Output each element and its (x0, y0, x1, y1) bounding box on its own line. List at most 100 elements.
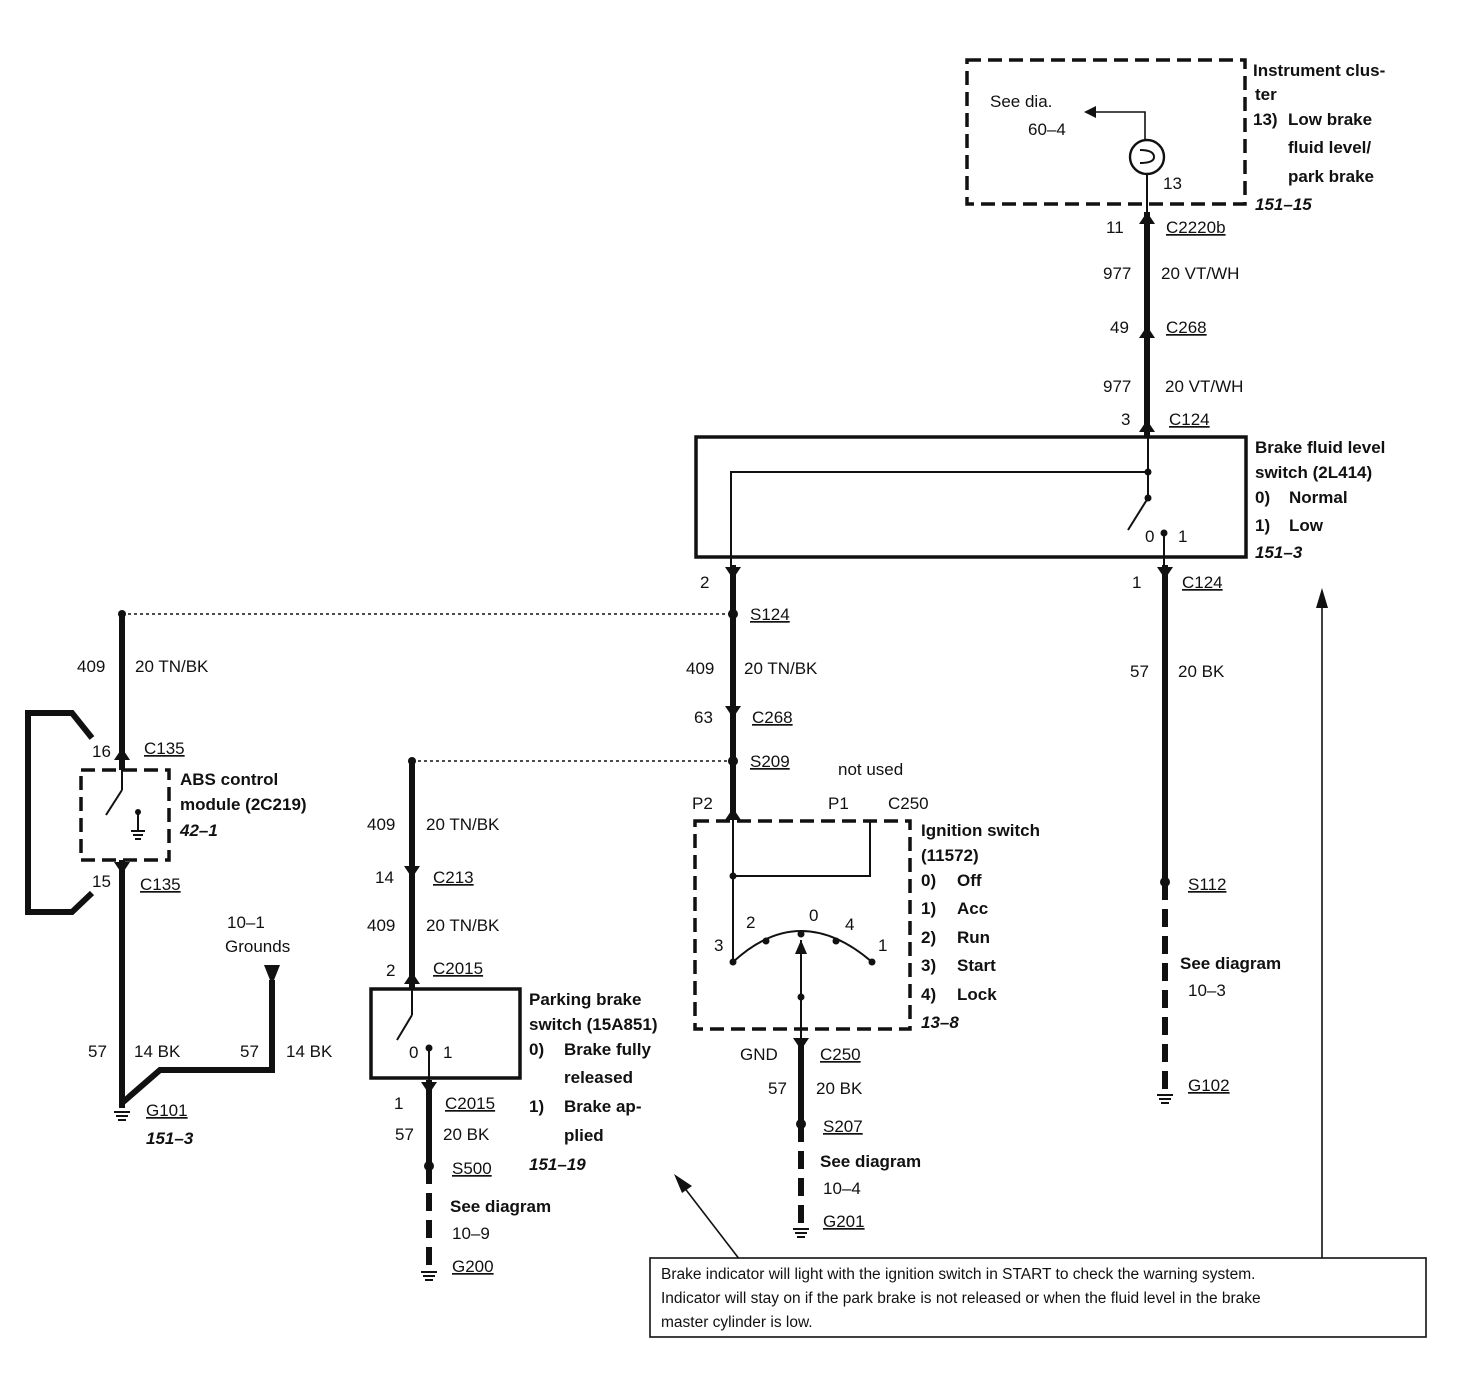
ignition-pos-4: 4 (845, 915, 854, 934)
c268-connector-icon (1139, 326, 1155, 338)
parking-s1-b: plied (564, 1126, 604, 1145)
ignition-ground-gauge: 20 BK (816, 1079, 863, 1098)
ignition-pos-3: 3 (714, 936, 723, 955)
g200-ground-icon (421, 1271, 437, 1281)
top-circuit-1: 977 (1103, 264, 1131, 283)
g200-label: G200 (452, 1257, 494, 1276)
s124-splice-dot (728, 609, 738, 619)
top-c124-label: C124 (1169, 410, 1210, 429)
indicator-lamp-icon (1128, 138, 1166, 176)
ignition-s2: Run (957, 928, 990, 947)
cluster-feed-arrow (1084, 106, 1096, 118)
brake-fluid-state-1: Low (1289, 516, 1324, 535)
brake-fluid-internal-wire (730, 438, 1149, 565)
c135-bottom-connector-icon (114, 862, 130, 874)
abs-pin-bottom: 15 (92, 872, 111, 891)
ignition-s0: Off (957, 871, 982, 890)
ignition-ref: 13–8 (921, 1013, 959, 1032)
brake-fluid-c124-bottom: C124 (1182, 573, 1223, 592)
brake-fluid-title-2: switch (2L414) (1255, 463, 1372, 482)
ignition-contact-2 (762, 937, 770, 945)
brake-fluid-state-1-num: 1) (1255, 516, 1270, 535)
c124-bottom-connector-icon (1157, 567, 1173, 579)
parking-circuit-2: 409 (367, 916, 395, 935)
parking-switch-arm (396, 1014, 413, 1041)
abs-circuit-right: 57 (240, 1042, 259, 1061)
s112-label: S112 (1188, 875, 1226, 894)
cluster-pin: 13 (1163, 174, 1182, 193)
abs-gauge-left: 14 BK (134, 1042, 181, 1061)
s124-label: S124 (750, 605, 790, 624)
ignition-see: See diagram (820, 1152, 921, 1171)
c2015-bottom-connector-icon (421, 1082, 437, 1094)
right-ground-gauge: 20 BK (1178, 662, 1225, 681)
not-used-label: not used (838, 760, 903, 779)
abs-c135-bottom: C135 (140, 875, 181, 894)
ignition-pos-1: 1 (878, 936, 887, 955)
parking-title-2: switch (15A851) (529, 1015, 658, 1034)
ignition-pos-2: 2 (746, 913, 755, 932)
right-ground-see: See diagram (1180, 954, 1281, 973)
top-wire: 11 C2220b 977 20 VT/WH 49 C268 977 20 VT… (1103, 212, 1243, 438)
c250-bottom-connector-icon (793, 1038, 809, 1050)
ignition-internal-loop (732, 820, 871, 877)
instrument-cluster-ref: 151–15 (1255, 195, 1312, 214)
abs-title-1: ABS control (180, 770, 278, 789)
ignition-p1: P1 (828, 794, 849, 813)
brake-fluid-state-0: Normal (1289, 488, 1348, 507)
center-c268-pin: 63 (694, 708, 713, 727)
ignition-contact-1 (868, 958, 876, 966)
brake-fluid-switch-box (694, 435, 1248, 559)
abs-ref: 42–1 (179, 821, 218, 840)
abs-title-2: module (2C219) (180, 795, 307, 814)
brake-fluid-pin-right: 1 (1132, 573, 1141, 592)
abs-connector-bracket (25, 710, 95, 915)
g101-label: G101 (146, 1101, 188, 1120)
g101-ref: 151–3 (146, 1129, 194, 1148)
s500-splice-dot (424, 1161, 434, 1171)
ignition-wiper-arrow (795, 940, 807, 954)
c124-top-connector-icon (1139, 420, 1155, 432)
parking-circuit-3: 57 (395, 1125, 414, 1144)
ignition-c250-bottom: C250 (820, 1045, 861, 1064)
center-circuit: 409 (686, 659, 714, 678)
ignition-s4: Lock (957, 985, 997, 1004)
parking-s0-b: released (564, 1068, 633, 1087)
g102-ground-icon (1157, 1094, 1173, 1104)
center-gauge: 20 TN/BK (744, 659, 818, 678)
abs-circuit: 409 (77, 657, 105, 676)
brake-fluid-pin-left: 2 (700, 573, 709, 592)
abs-grounds-ref: 10–1 (227, 913, 265, 932)
brake-fluid-ref: 151–3 (1255, 543, 1303, 562)
top-c124-pin: 3 (1121, 410, 1130, 429)
abs-circuit-left: 57 (88, 1042, 107, 1061)
abs-gauge-right: 14 BK (286, 1042, 333, 1061)
brake-fluid-title-1: Brake fluid level (1255, 438, 1385, 457)
note-line-1: Brake indicator will light with the igni… (661, 1266, 1255, 1283)
see-dia-ref: 60–4 (1028, 120, 1066, 139)
ignition-contact-4 (832, 937, 840, 945)
instrument-cluster-item-num: 13) (1253, 110, 1278, 129)
note-line-2: Indicator will stay on if the park brake… (661, 1290, 1261, 1307)
ignition-ground-circuit: 57 (768, 1079, 787, 1098)
note-line-3: master cylinder is low. (661, 1314, 813, 1331)
right-ground-circuit: 57 (1130, 662, 1149, 681)
parking-pos-1: 1 (443, 1043, 452, 1062)
s207-splice-dot (796, 1119, 806, 1129)
center-wire: S124 409 20 TN/BK 63 C268 S209 not used (122, 565, 903, 820)
ignition-s1-num: 1) (921, 899, 936, 918)
ignition-s3-num: 3) (921, 956, 936, 975)
s209-label: S209 (750, 752, 790, 771)
brake-fluid-switch-arm (1127, 497, 1149, 531)
parking-s0-a: Brake fully (564, 1040, 651, 1059)
parking-gauge-2: 20 TN/BK (426, 916, 500, 935)
s112-splice-dot (1160, 877, 1170, 887)
parking-pin-bottom: 1 (394, 1094, 403, 1113)
instrument-cluster-title-1: Instrument clus- (1253, 61, 1385, 80)
g101-ground-icon (114, 1111, 130, 1121)
instrument-cluster-item-2: fluid level/ (1288, 138, 1371, 157)
parking-see-ref: 10–9 (452, 1224, 490, 1243)
brake-fluid-state-0-num: 0) (1255, 488, 1270, 507)
brake-fluid-pos-0: 0 (1145, 527, 1154, 546)
